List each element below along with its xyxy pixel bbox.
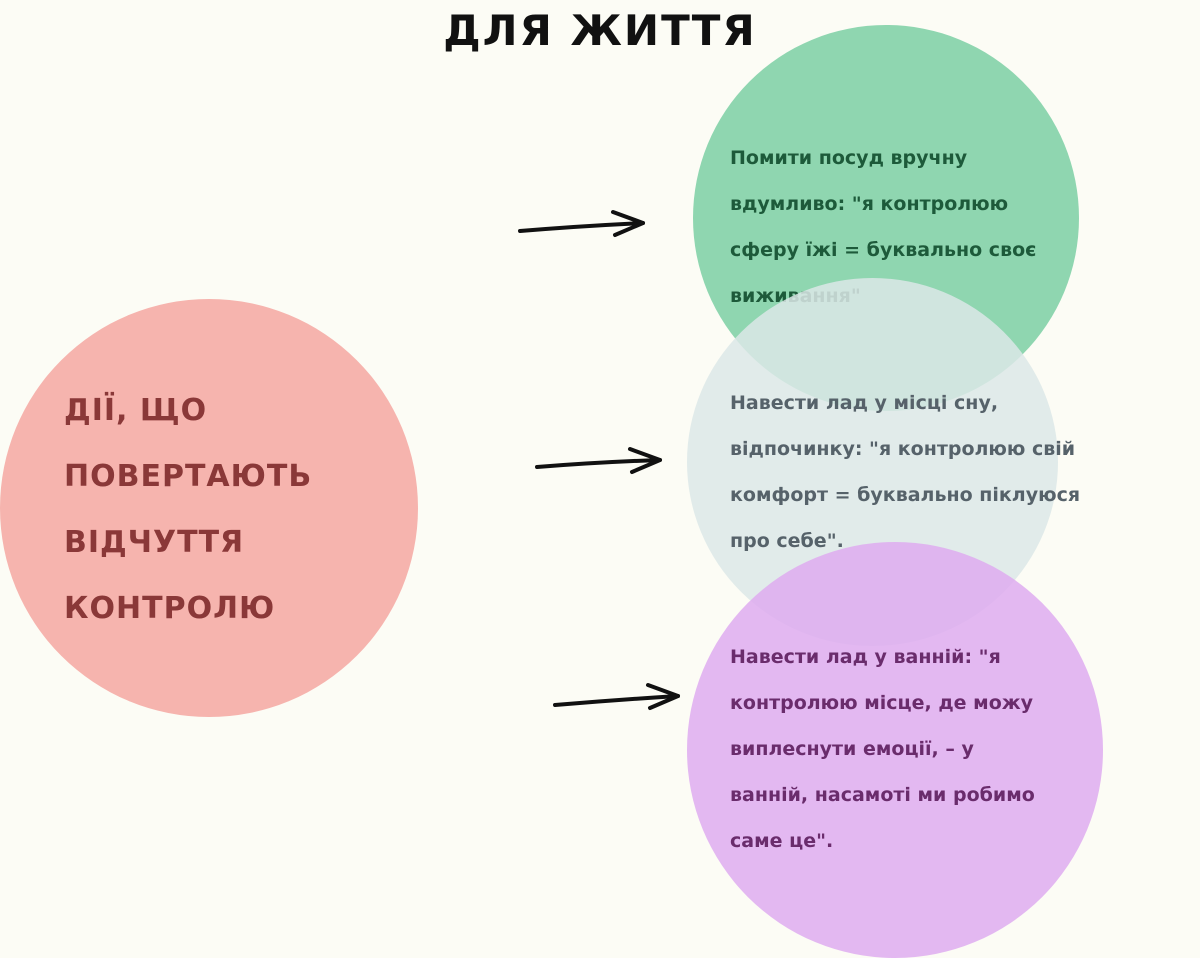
circle-bathroom [687, 542, 1103, 958]
item-bathroom-text: Навести лад у ванній: "я контролюю місце… [730, 646, 1035, 852]
main-circle [0, 299, 418, 717]
page-title: ДЛЯ ЖИТТЯ [443, 6, 757, 55]
arrow-icon-3 [553, 683, 680, 710]
arrow-icon-1 [518, 210, 645, 237]
arrow-icon-2 [535, 447, 662, 474]
item-sleep-text: Навести лад у місці сну, відпочинку: "я … [730, 392, 1081, 552]
arrows [518, 210, 680, 710]
main-node-label: ДІЇ, ЩО ПОВЕРТАЮТЬ ВІДЧУТТЯ КОНТРОЛЮ [64, 393, 313, 626]
item-dishes-text: Помити посуд вручну вдумливо: "я контрол… [730, 147, 1037, 307]
